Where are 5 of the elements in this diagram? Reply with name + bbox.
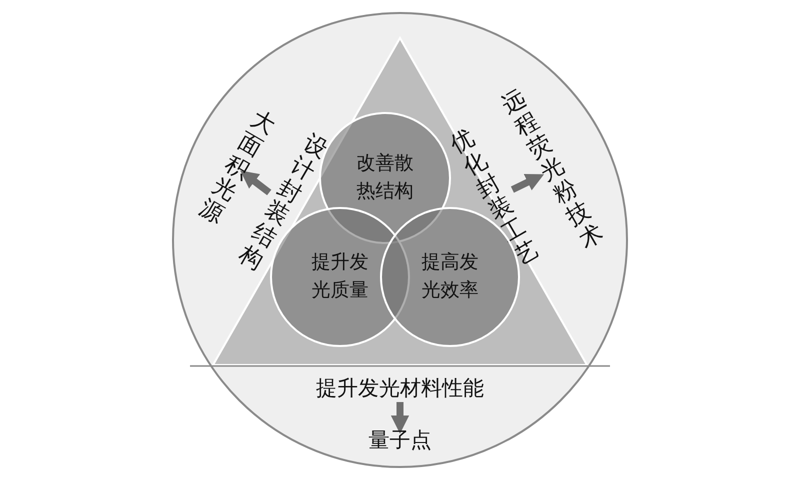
arrow [240, 170, 272, 196]
text-label: 提升发光材料性能 [316, 374, 484, 402]
arrow [390, 402, 410, 434]
arrow [510, 174, 544, 193]
text-label: 量子点 [368, 426, 432, 454]
